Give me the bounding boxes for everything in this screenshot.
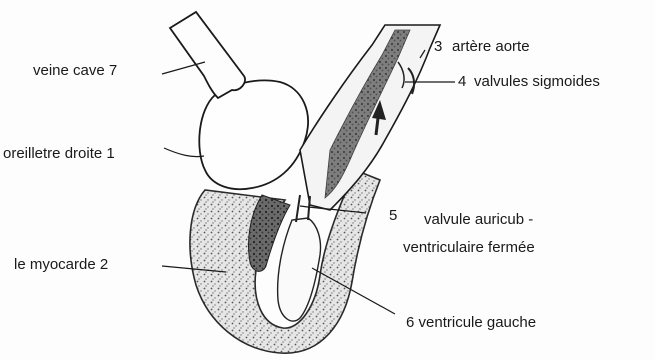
label-aorta-number: 3 (434, 38, 442, 56)
label-aorta: artère aorte (452, 38, 530, 56)
label-myocardium: le myocarde 2 (14, 256, 108, 274)
label-sigmoid-number: 4 (458, 73, 466, 91)
label-right-atrium: oreilletre droite 1 (3, 145, 115, 163)
label-vena-cava: veine cave 7 (33, 62, 117, 80)
label-valve-line1: valvule auricub - (424, 211, 533, 229)
label-left-ventricle: 6 ventricule gauche (406, 314, 536, 332)
label-sigmoid-valves: valvules sigmoides (474, 73, 600, 91)
label-valve-number: 5 (389, 207, 397, 225)
vena-cava (170, 12, 245, 98)
label-valve-line2: ventriculaire fermée (403, 239, 535, 257)
